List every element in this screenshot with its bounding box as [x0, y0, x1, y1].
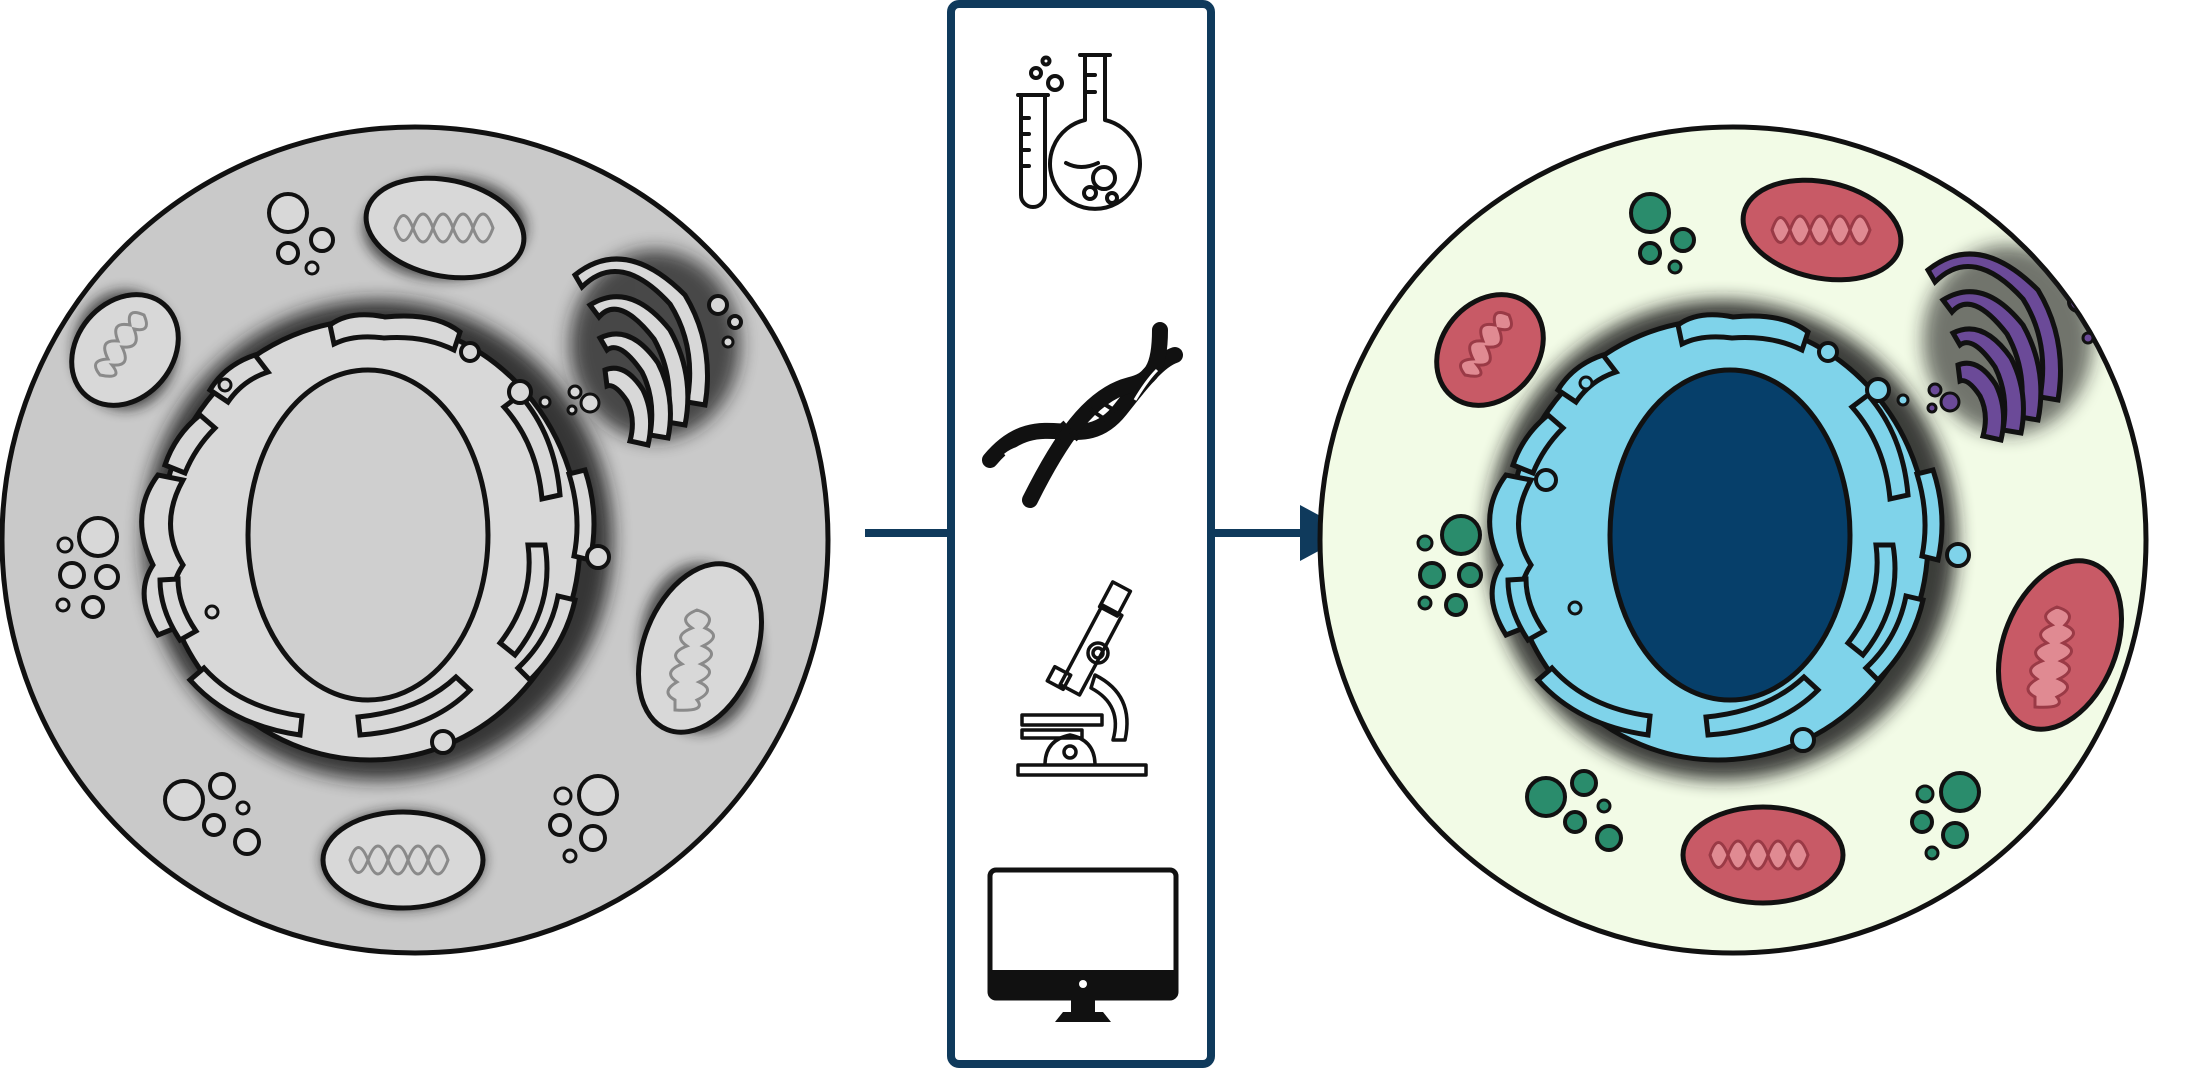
computer-monitor-icon	[987, 867, 1179, 1022]
left-er-vesicles	[204, 341, 611, 755]
right-er-vesicles	[1534, 341, 1971, 753]
right-vesicle-cluster-bottom-right	[1910, 771, 1981, 861]
right-mitochondrion-1	[1740, 177, 1904, 283]
right-vesicle-cluster-top	[1629, 192, 1696, 275]
left-vesicle-cluster-left	[55, 516, 120, 619]
left-mitochondrion-3	[635, 561, 765, 735]
left-mitochondrion-4	[320, 809, 486, 911]
left-vesicle-cluster-bottom-right	[548, 774, 619, 864]
right-mitochondria	[1434, 177, 2125, 906]
left-mitochondria	[69, 175, 765, 911]
right-mitochondrion-2	[1434, 292, 1546, 408]
right-vesicle-cluster-left	[1416, 514, 1483, 617]
right-nucleus	[1607, 367, 1853, 703]
lab-glassware-icon	[1016, 53, 1142, 211]
right-mitochondrion-3	[1995, 558, 2125, 732]
left-mitochondrion-2	[69, 290, 181, 410]
left-cell	[0, 124, 831, 956]
right-mitochondrion-4	[1680, 804, 1846, 906]
right-vesicle-cluster-bottom-left	[1525, 769, 1623, 852]
dna-helix-icon	[982, 322, 1183, 508]
left-vesicle-cluster-bottom-left	[163, 772, 261, 856]
left-vesicle-cluster-top	[267, 192, 335, 276]
right-cell	[1317, 124, 2149, 956]
method-panel-frame	[947, 0, 1215, 1068]
left-mitochondrion-1	[363, 175, 527, 281]
left-nucleus	[245, 367, 491, 703]
left-golgi-apparatus	[570, 250, 743, 448]
microscope-icon	[1016, 580, 1148, 777]
method-panel	[947, 0, 1215, 1068]
